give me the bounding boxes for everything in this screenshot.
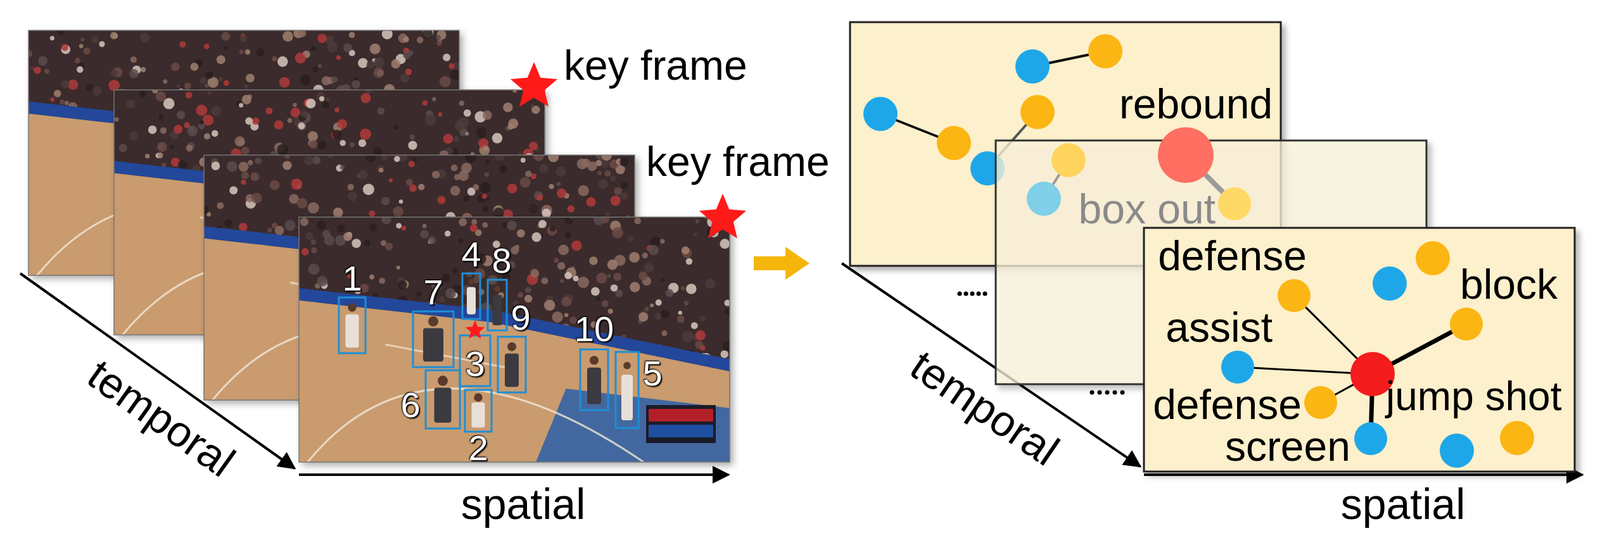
callout-number: 5 — [642, 355, 662, 392]
action-node: rebound — [1157, 127, 1214, 184]
node-label: jump shot — [1385, 376, 1562, 417]
bounding-box — [487, 279, 507, 331]
player-head — [468, 278, 475, 285]
callout-number: 1 — [342, 260, 362, 297]
key-star — [465, 320, 485, 339]
player-figure — [345, 314, 360, 348]
key-star — [510, 62, 558, 108]
node-label: screen — [1225, 425, 1351, 468]
node-label: assist — [1165, 306, 1273, 349]
video-frame — [295, 214, 733, 463]
player-figure — [492, 295, 503, 326]
node-label: defense — [1157, 234, 1307, 277]
graph-dot — [1051, 143, 1086, 178]
player-head — [347, 303, 356, 312]
bounding-box — [497, 336, 526, 393]
graph-panel — [1143, 228, 1575, 472]
callout-number: 3 — [464, 346, 485, 382]
relation-edge — [1305, 307, 1357, 359]
axis-label: key frame — [646, 140, 830, 183]
relation-edge — [1371, 396, 1372, 423]
player-node: defense — [1277, 279, 1311, 313]
spatial-axis — [1143, 473, 1583, 477]
axis-label: key frame — [563, 44, 748, 87]
player-figure — [471, 402, 486, 429]
relation-edge — [1254, 368, 1351, 374]
relation-edge — [1335, 385, 1354, 396]
bounding-box — [580, 349, 609, 411]
player-head — [507, 342, 517, 352]
player-figure — [423, 328, 444, 362]
relation-edge — [1392, 331, 1452, 364]
player-head — [428, 316, 439, 327]
player-node: screen — [1354, 422, 1388, 456]
node-label: block — [1460, 263, 1558, 306]
callout-number: 2 — [468, 430, 488, 467]
player-figure — [587, 368, 602, 405]
player-figure — [466, 287, 476, 315]
spatial-axis — [298, 473, 729, 477]
bounding-box — [615, 352, 639, 429]
player-node: block — [1449, 307, 1483, 341]
callout-number: 8 — [491, 243, 512, 279]
key-frame-stars — [465, 62, 747, 339]
player-boxes — [338, 273, 639, 432]
bounding-box — [459, 335, 491, 387]
player-head — [623, 362, 631, 370]
player-figure — [621, 374, 633, 421]
callout-number: 9 — [510, 300, 531, 336]
callout-number: 7 — [423, 274, 443, 311]
graph-dots — [863, 34, 1123, 186]
bounding-box — [425, 370, 460, 429]
player-head — [589, 355, 599, 365]
player-head — [437, 376, 448, 387]
callout-number: 6 — [400, 387, 420, 424]
axis-label: spatial — [461, 482, 586, 526]
player-node: defense — [1304, 386, 1338, 420]
graph-dot — [1026, 181, 1061, 216]
bounding-box — [462, 273, 481, 320]
axis-label: spatial — [1340, 482, 1466, 526]
player-head — [494, 286, 501, 293]
axis-label: temporal — [903, 342, 1067, 473]
player-node: box out — [1218, 187, 1251, 221]
action-node: jump shot — [1350, 352, 1395, 397]
transform-arrow — [753, 247, 810, 280]
player-node: assist — [1221, 350, 1255, 384]
key-star — [699, 193, 747, 239]
ellipsis-dots — [957, 292, 1125, 396]
bounding-box — [412, 311, 454, 368]
bounding-box — [464, 390, 492, 432]
node-label: rebound — [1119, 82, 1273, 125]
axis-label: temporal — [80, 352, 242, 485]
node-label: defense — [1152, 383, 1302, 426]
node-label: box out — [1078, 188, 1217, 230]
callout-number: 10 — [574, 311, 614, 348]
callout-number: 4 — [461, 236, 481, 273]
player-head — [473, 393, 483, 402]
bounding-box — [338, 297, 366, 354]
player-figure — [504, 353, 519, 388]
player-figure — [434, 388, 452, 424]
